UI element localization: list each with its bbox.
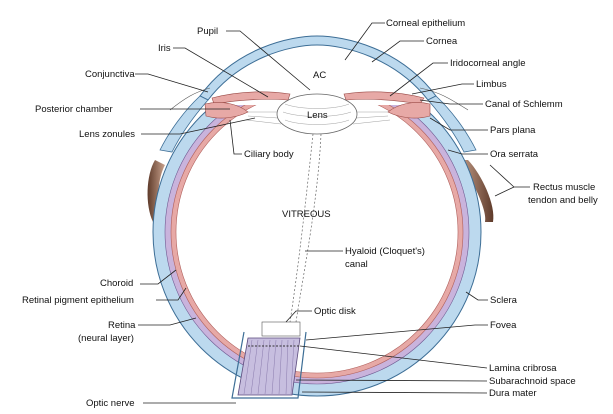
- label-rectus-line2: tendon and belly: [528, 195, 598, 206]
- lens-zonules: [245, 103, 391, 125]
- rectus-muscle-left: [147, 160, 165, 222]
- lens: [276, 93, 358, 135]
- label-posterior-chamber: Posterior chamber: [35, 104, 113, 115]
- label-canal-of-schlemm: Canal of Schlemm: [485, 99, 563, 110]
- label-iris: Iris: [158, 43, 171, 54]
- retina-neural-layer: [175, 105, 459, 374]
- label-hyaloid-line1: Hyaloid (Cloquet's): [345, 246, 425, 257]
- label-lens: Lens: [307, 110, 328, 121]
- label-subarachnoid-space: Subarachnoid space: [489, 376, 576, 387]
- label-optic-disk: Optic disk: [314, 306, 356, 317]
- label-pars-plana: Pars plana: [490, 125, 536, 136]
- iris-right: [343, 91, 425, 105]
- sclera-anterior-left: [159, 95, 209, 153]
- cornea: [199, 35, 437, 101]
- sclera-anterior-right: [427, 95, 477, 153]
- iris-left: [211, 91, 291, 105]
- ciliary-body-right: [387, 102, 431, 119]
- label-retina-line1: Retina: [108, 320, 136, 331]
- label-dura-mater: Dura mater: [489, 388, 537, 399]
- label-lens-zonules: Lens zonules: [79, 129, 135, 140]
- label-choroid: Choroid: [100, 278, 133, 289]
- optic-nerve: [237, 337, 301, 396]
- rectus-muscle-right: [458, 160, 494, 222]
- label-vitreous: VITREOUS: [282, 209, 331, 220]
- label-retina-line2: (neural layer): [78, 333, 134, 344]
- optic-nerve-fibers: [243, 339, 295, 395]
- label-ac: AC: [313, 70, 326, 81]
- ciliary-body-left: [204, 102, 249, 119]
- conjunctiva-line: [169, 87, 211, 111]
- label-limbus: Limbus: [476, 79, 507, 90]
- limbus-line: [419, 87, 469, 111]
- label-conjunctiva: Conjunctiva: [85, 69, 135, 80]
- label-rectus-line1: Rectus muscle: [533, 182, 595, 193]
- label-hyaloid-line2: canal: [345, 259, 368, 270]
- label-cornea: Cornea: [426, 36, 458, 47]
- hyaloid-canal: [289, 133, 314, 323]
- label-ciliary-body: Ciliary body: [244, 149, 294, 160]
- label-iridocorneal-angle: Iridocorneal angle: [450, 58, 526, 69]
- dura-mater: [231, 331, 307, 399]
- label-fovea: Fovea: [490, 320, 517, 331]
- label-lamina-cribrosa: Lamina cribrosa: [489, 363, 557, 374]
- label-ora-serrata: Ora serrata: [490, 149, 539, 160]
- label-rpe: Retinal pigment epithelium: [22, 295, 134, 306]
- label-pupil: Pupil: [197, 26, 218, 37]
- optic-disk: [261, 321, 301, 337]
- leader-lines: [135, 22, 530, 404]
- label-optic-nerve: Optic nerve: [86, 398, 135, 409]
- label-sclera: Sclera: [490, 295, 518, 306]
- label-corneal-epithelium: Corneal epithelium: [386, 18, 465, 29]
